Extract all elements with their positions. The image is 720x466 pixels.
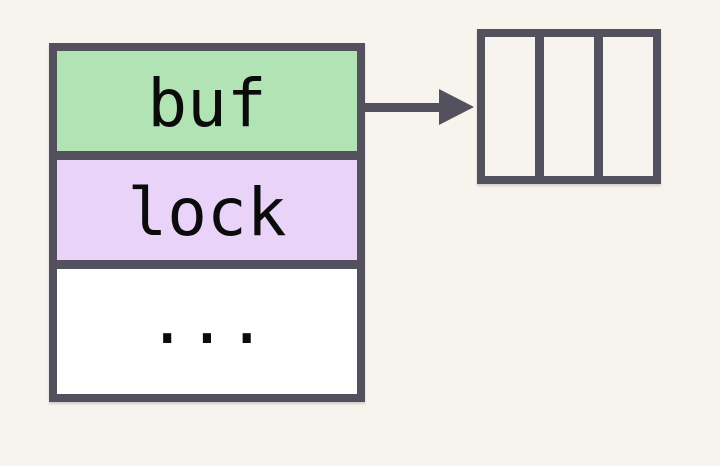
struct-box: buf lock ... [49, 43, 365, 402]
arrow-shaft [365, 103, 441, 112]
field-divider [57, 151, 357, 160]
field-divider [57, 260, 357, 269]
cell-divider [535, 37, 544, 176]
struct-field-buf: buf [57, 51, 357, 151]
arrow-head-icon [439, 89, 474, 125]
array-cell [544, 37, 594, 176]
array-cell [485, 37, 535, 176]
array-cell [603, 37, 653, 176]
cell-divider [594, 37, 603, 176]
buf-pointer-arrow [365, 89, 474, 126]
struct-field-lock: lock [57, 160, 357, 260]
struct-field-lock-label: lock [127, 174, 287, 251]
struct-field-rest-label: ... [147, 281, 267, 359]
buffer-array-box [477, 29, 661, 184]
struct-field-buf-label: buf [147, 65, 267, 142]
struct-field-rest: ... [57, 269, 357, 394]
